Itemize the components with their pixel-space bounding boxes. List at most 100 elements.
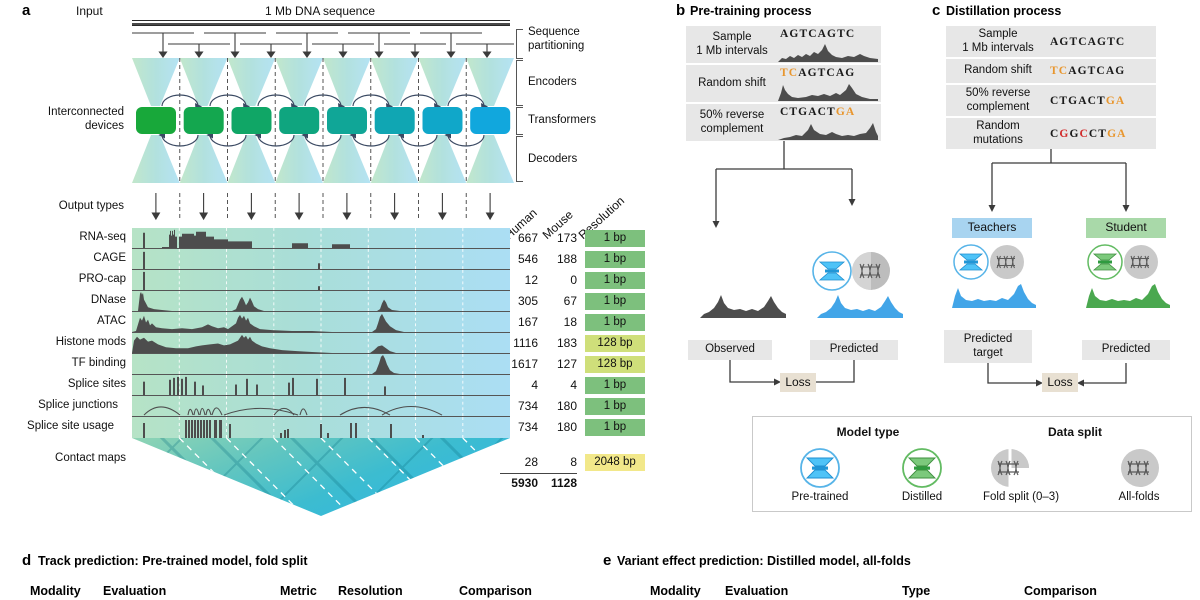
panel-c-teacher-icons xyxy=(953,244,1024,280)
panel-b-step-revcomp-label2: complement xyxy=(700,122,764,135)
legend-caption-fold-split: Fold split (0–3) xyxy=(982,491,1060,503)
value-human-cage: 546 xyxy=(517,252,538,266)
track-row-dnase xyxy=(132,291,510,312)
pretrained-model-icon xyxy=(800,448,840,488)
panel-b-title: Pre-training process xyxy=(690,4,812,18)
panel-b-signal-3 xyxy=(778,123,878,140)
panel-d-letter: d xyxy=(22,552,32,569)
panel-c-sequence-2: TCAGTCAG xyxy=(1050,65,1126,77)
bracket-sequence-partitioning xyxy=(516,29,523,59)
panel-c-title: Distillation process xyxy=(946,4,1062,18)
panel-c-teachers-label: Teachers xyxy=(952,218,1032,238)
output-types-label: Output types xyxy=(58,200,124,212)
panel-b-observed-signal xyxy=(700,295,786,318)
value-mouse-contact-maps: 8 xyxy=(570,455,577,469)
value-mouse-splice-site-usage: 180 xyxy=(556,420,577,434)
track-row-tf-binding xyxy=(132,354,510,375)
resolution-badge-pro-cap: 1 bp xyxy=(585,272,645,289)
panel-b-flow-arrows xyxy=(712,141,856,228)
value-mouse-cage: 188 xyxy=(556,252,577,266)
track-row-rna-seq xyxy=(132,228,510,249)
side-label-decoders: Decoders xyxy=(528,153,578,165)
resolution-badge-dnase: 1 bp xyxy=(585,293,645,310)
track-label-splice-sites: Splice sites xyxy=(67,378,126,390)
distilled-model-icon xyxy=(902,448,942,488)
value-mouse-atac: 18 xyxy=(563,315,577,329)
panel-c-predicted-label: Predicted xyxy=(1082,340,1170,360)
panel-e-title: Variant effect prediction: Distilled mod… xyxy=(617,554,911,568)
panel-b-step-random-shift-label: Random shift xyxy=(698,76,766,89)
panel-c: c Distillation process Sample 1 Mb inter… xyxy=(932,0,1200,410)
resolution-badge-histone-mods: 128 bp xyxy=(585,335,645,352)
track-row-cage xyxy=(132,249,510,270)
value-mouse-splice-junctions: 180 xyxy=(556,399,577,413)
track-row-splice-site-usage xyxy=(132,417,510,438)
all-folds-icon xyxy=(1121,449,1159,487)
panel-b-model-icons xyxy=(812,251,890,291)
legend-caption-distilled: Distilled xyxy=(901,491,943,503)
panel-b-step-sample: Sample 1 Mb intervals AGTCAGTC xyxy=(686,26,881,63)
legend-box: Model type Data split xyxy=(752,416,1192,512)
track-row-pro-cap xyxy=(132,270,510,291)
value-mouse-splice-sites: 4 xyxy=(570,378,577,392)
panel-b-predicted-signal xyxy=(817,295,903,318)
encoder-decoder-cones xyxy=(132,58,514,183)
resolution-badge-rna-seq: 1 bp xyxy=(585,230,645,247)
track-label-atac: ATAC xyxy=(97,315,126,327)
resolution-badge-tf-binding: 128 bp xyxy=(585,356,645,373)
value-mouse-dnase: 67 xyxy=(563,294,577,308)
value-mouse-tf-binding: 127 xyxy=(556,357,577,371)
value-human-dnase: 305 xyxy=(517,294,538,308)
resolution-badge-splice-junctions: 1 bp xyxy=(585,398,645,415)
panel-b-step-sample-label2: 1 Mb intervals xyxy=(696,44,768,57)
panel-c-sequence-4: CGGCCTGA xyxy=(1050,127,1127,140)
panel-a-sequence-title: 1 Mb DNA sequence xyxy=(264,4,376,18)
legend-caption-all-folds: All-folds xyxy=(1118,491,1160,503)
track-row-atac xyxy=(132,312,510,333)
contact-map-triangle xyxy=(132,438,510,516)
track-label-tf-binding: TF binding xyxy=(71,357,126,369)
panel-c-student-signal xyxy=(1086,284,1170,308)
value-mouse-histone-mods: 183 xyxy=(556,336,577,350)
track-label-dnase: DNase xyxy=(90,294,126,306)
value-human-rna-seq: 667 xyxy=(517,231,538,245)
value-human-tf-binding: 1617 xyxy=(511,357,538,371)
panel-b-signal-1 xyxy=(778,44,878,62)
panel-c-letter: c xyxy=(932,2,941,19)
track-label-pro-cap: PRO-cap xyxy=(78,273,126,285)
value-mouse-pro-cap: 0 xyxy=(570,273,577,287)
panel-d-col-modality: Modality xyxy=(30,584,81,598)
bracket-encoders xyxy=(516,60,523,106)
transformer-boxes xyxy=(136,107,511,134)
panel-c-step-reverse-complement: 50% reverse complement CTGACTGA xyxy=(946,85,1156,116)
legend-caption-pre-trained: Pre-trained xyxy=(791,491,849,503)
panel-c-loss-box: Loss xyxy=(1042,373,1078,392)
resolution-badge-splice-sites: 1 bp xyxy=(585,377,645,394)
panel-d-col-resolution: Resolution xyxy=(338,584,403,598)
legend-header-data-split: Data split xyxy=(1047,425,1102,439)
value-human-histone-mods: 1116 xyxy=(513,336,538,350)
panel-d-col-comparison: Comparison xyxy=(459,584,532,598)
panel-b-observed-label: Observed xyxy=(688,340,772,360)
panel-d-col-metric: Metric xyxy=(280,584,317,598)
panel-c-teacher-signal xyxy=(952,284,1036,308)
panel-b-step-random-shift: Random shift TCAGTCAG xyxy=(686,65,881,102)
value-human-atac: 167 xyxy=(517,315,538,329)
panel-c-step-sample-label2: 1 Mb intervals xyxy=(962,41,1034,54)
panel-e-col-type: Type xyxy=(902,584,931,598)
panel-b-step-revcomp-label1: 50% reverse xyxy=(699,109,765,122)
panel-c-step-revcomp-label1: 50% reverse xyxy=(965,87,1031,100)
value-human-splice-junctions: 734 xyxy=(517,399,538,413)
panel-c-loss-arrows xyxy=(987,363,1127,387)
track-row-splice-junctions xyxy=(132,396,510,417)
total-mouse: 1128 xyxy=(550,476,577,490)
panel-c-predicted-target-label: Predicted target xyxy=(944,330,1032,363)
bracket-transformers xyxy=(516,107,523,135)
panel-c-student-icons xyxy=(1087,244,1158,280)
panel-d-title: Track prediction: Pre-trained model, fol… xyxy=(38,554,308,568)
bracket-decoders xyxy=(516,136,523,182)
track-label-cage: CAGE xyxy=(93,252,126,264)
panel-a: a Input 1 Mb DNA sequence xyxy=(0,0,670,530)
panel-b-step-reverse-complement: 50% reverse complement CTGACTGA xyxy=(686,104,881,141)
panel-a-letter: a xyxy=(22,2,31,19)
